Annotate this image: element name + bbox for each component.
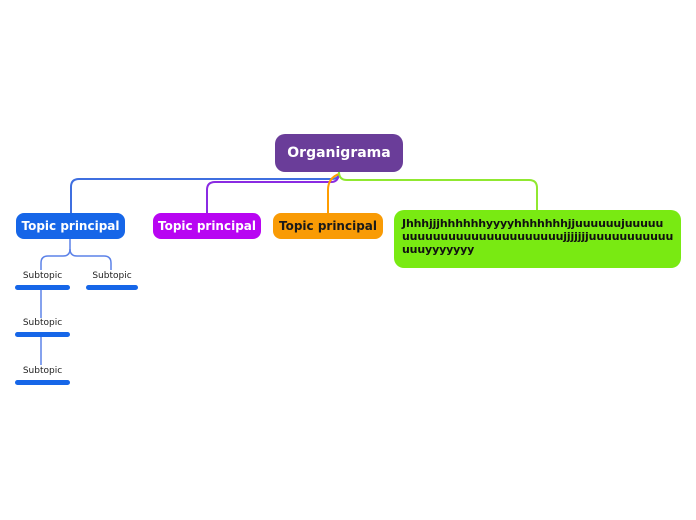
- subtopic-node-3[interactable]: Subtopic: [15, 318, 70, 337]
- subtopic-node-4-label: Subtopic: [22, 366, 63, 376]
- root-topic-label: Organigrama: [287, 145, 391, 161]
- connector-root-topic3: [327, 172, 340, 213]
- subtopic-node-2-label: Subtopic: [92, 271, 132, 281]
- subtopic-node-2[interactable]: Subtopic: [86, 271, 138, 290]
- connector-root-topic2: [206, 171, 340, 213]
- subtopic-underline-bar: [86, 285, 138, 290]
- connector-root-topic1: [70, 172, 340, 213]
- subtopic-node-4[interactable]: Subtopic: [15, 366, 70, 385]
- subtopic-node-1[interactable]: Subtopic: [15, 271, 70, 290]
- topic-node-4-text-line: uuuyyyyyyy: [402, 243, 475, 256]
- subtopic-node-1-label: Subtopic: [22, 271, 63, 281]
- topic-node-1[interactable]: Topic principal: [16, 213, 125, 239]
- subtopic-underline-bar: [15, 380, 70, 385]
- connector-root-topic4: [338, 171, 538, 210]
- topic-node-3-label: Topic principal: [278, 219, 378, 233]
- topic-node-4[interactable]: Jhhhjjjhhhhhhyyyyhhhhhhhjjuuuuuujuuuuu u…: [394, 210, 681, 268]
- connector-topic1-subtopic1: [40, 239, 71, 270]
- topic-node-4-text-line: Jhhhjjjhhhhhhyyyyhhhhhhhjjuuuuuujuuuuu: [402, 217, 664, 230]
- topic-node-4-text-line: uuuuuuuuuuuuuuuuuuuuujjjjjjjuuuuuuuuuuu: [402, 230, 674, 243]
- subtopic-underline-bar: [15, 332, 70, 337]
- topic-node-3[interactable]: Topic principal: [273, 213, 383, 239]
- topic-node-1-label: Topic principal: [21, 219, 120, 233]
- topic-node-2-label: Topic principal: [157, 219, 257, 233]
- subtopic-node-3-label: Subtopic: [22, 318, 63, 328]
- subtopic-underline-bar: [15, 285, 70, 290]
- connector-topic1-subtopic2: [69, 248, 112, 270]
- root-topic-node[interactable]: Organigrama: [275, 134, 403, 172]
- topic-node-2[interactable]: Topic principal: [153, 213, 261, 239]
